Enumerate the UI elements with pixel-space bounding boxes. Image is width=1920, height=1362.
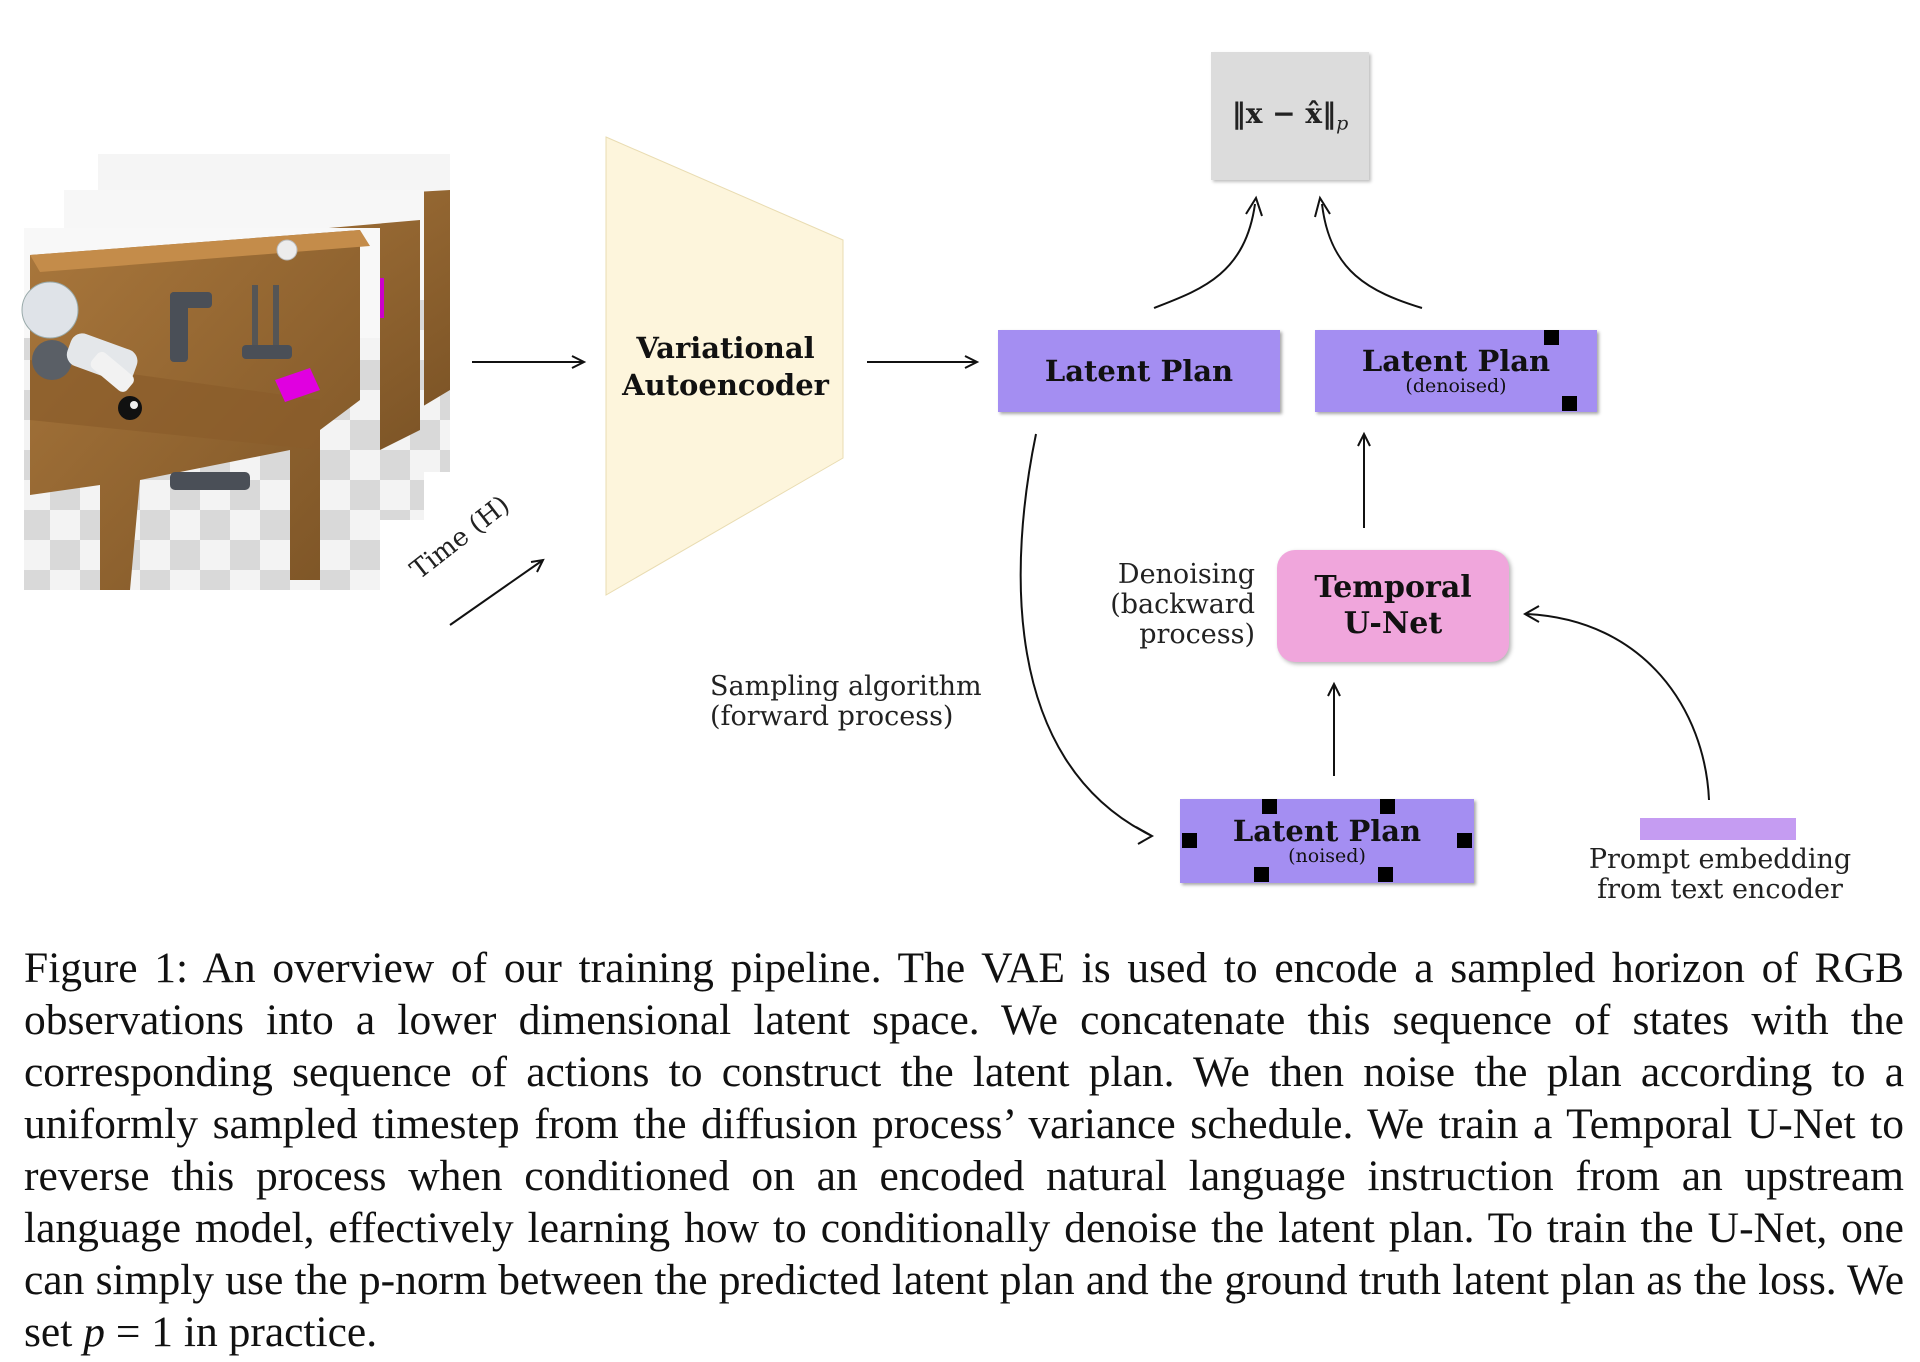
denoising-line1: Denoising <box>1117 559 1255 590</box>
prompt-embedding-bar <box>1640 818 1796 840</box>
vae-label: Variational Autoencoder <box>603 330 848 404</box>
latent-plan-denoised-title: Latent Plan <box>1361 344 1551 378</box>
time-arrow <box>449 558 545 626</box>
latent-plan-box: Latent Plan <box>998 330 1280 412</box>
latent-plan-noised-box: Latent Plan (noised) <box>1180 799 1474 883</box>
caption-math-rest: = 1 <box>104 1308 173 1356</box>
noise-marker <box>1380 799 1395 814</box>
arrow-prompt-to-unet <box>1522 605 1710 801</box>
arrow-vae-to-latent <box>867 355 980 369</box>
caption-text: Figure 1: An overview of our training pi… <box>24 944 1904 1356</box>
prompt-line2: from text encoder <box>1597 874 1843 905</box>
denoising-label: Denoising (backward process) <box>1080 560 1255 650</box>
temporal-unet-line1: Temporal <box>1314 570 1472 605</box>
noise-marker <box>1457 833 1472 848</box>
latent-plan-label: Latent Plan <box>1044 354 1234 388</box>
loss-formula: ‖x − x̂‖p <box>1232 97 1349 135</box>
prompt-line1: Prompt embedding <box>1588 844 1852 875</box>
noise-marker <box>1182 833 1197 848</box>
vae-label-line1: Variational <box>636 331 815 365</box>
arrow-forward-process <box>1019 433 1155 845</box>
noise-marker <box>1262 799 1277 814</box>
prompt-embedding-label: Prompt embedding from text encoder <box>1560 845 1880 905</box>
rgb-observation-frames <box>21 154 450 590</box>
noise-marker <box>1378 867 1393 882</box>
vae-block <box>605 136 844 596</box>
arrow-unet-to-denoised <box>1357 431 1371 528</box>
temporal-unet-line2: U-Net <box>1343 606 1443 641</box>
denoising-line2: (backward <box>1110 589 1255 620</box>
latent-plan-noised-title: Latent Plan <box>1232 814 1422 848</box>
figure-caption: Figure 1: An overview of our training pi… <box>24 942 1904 1358</box>
loss-subscript: p <box>1336 112 1349 135</box>
denoising-line3: process) <box>1139 619 1255 650</box>
arrow-frames-to-vae <box>472 355 587 369</box>
denoised-marker <box>1562 396 1577 411</box>
latent-plan-noised-sub: (noised) <box>1288 845 1366 867</box>
latent-plan-noised-label: Latent Plan (noised) <box>1233 816 1421 866</box>
noise-marker <box>1254 867 1269 882</box>
loss-formula-text: ‖x − x̂‖ <box>1231 97 1337 131</box>
sampling-label: Sampling algorithm (forward process) <box>710 672 982 732</box>
latent-plan-denoised-box: Latent Plan (denoised) <box>1315 330 1597 412</box>
arrows-to-loss <box>1153 195 1423 309</box>
latent-plan-denoised-sub: (denoised) <box>1405 375 1507 397</box>
temporal-unet-box: Temporal U-Net <box>1277 550 1509 662</box>
figure-diagram: Time (H) Variational Autoencoder ‖x − x̂… <box>21 52 1880 905</box>
arrow-noised-to-unet <box>1327 681 1341 776</box>
caption-tail: in practice. <box>173 1308 378 1356</box>
loss-box: ‖x − x̂‖p <box>1211 52 1369 180</box>
temporal-unet-label: Temporal U-Net <box>1314 570 1471 642</box>
frame-front <box>21 228 380 590</box>
latent-plan-denoised-label: Latent Plan (denoised) <box>1362 346 1550 396</box>
vae-label-line2: Autoencoder <box>622 368 829 402</box>
sampling-line2: (forward process) <box>710 701 954 732</box>
caption-math-var: p <box>83 1308 105 1356</box>
denoised-marker <box>1544 330 1559 345</box>
sampling-line1: Sampling algorithm <box>710 671 982 702</box>
